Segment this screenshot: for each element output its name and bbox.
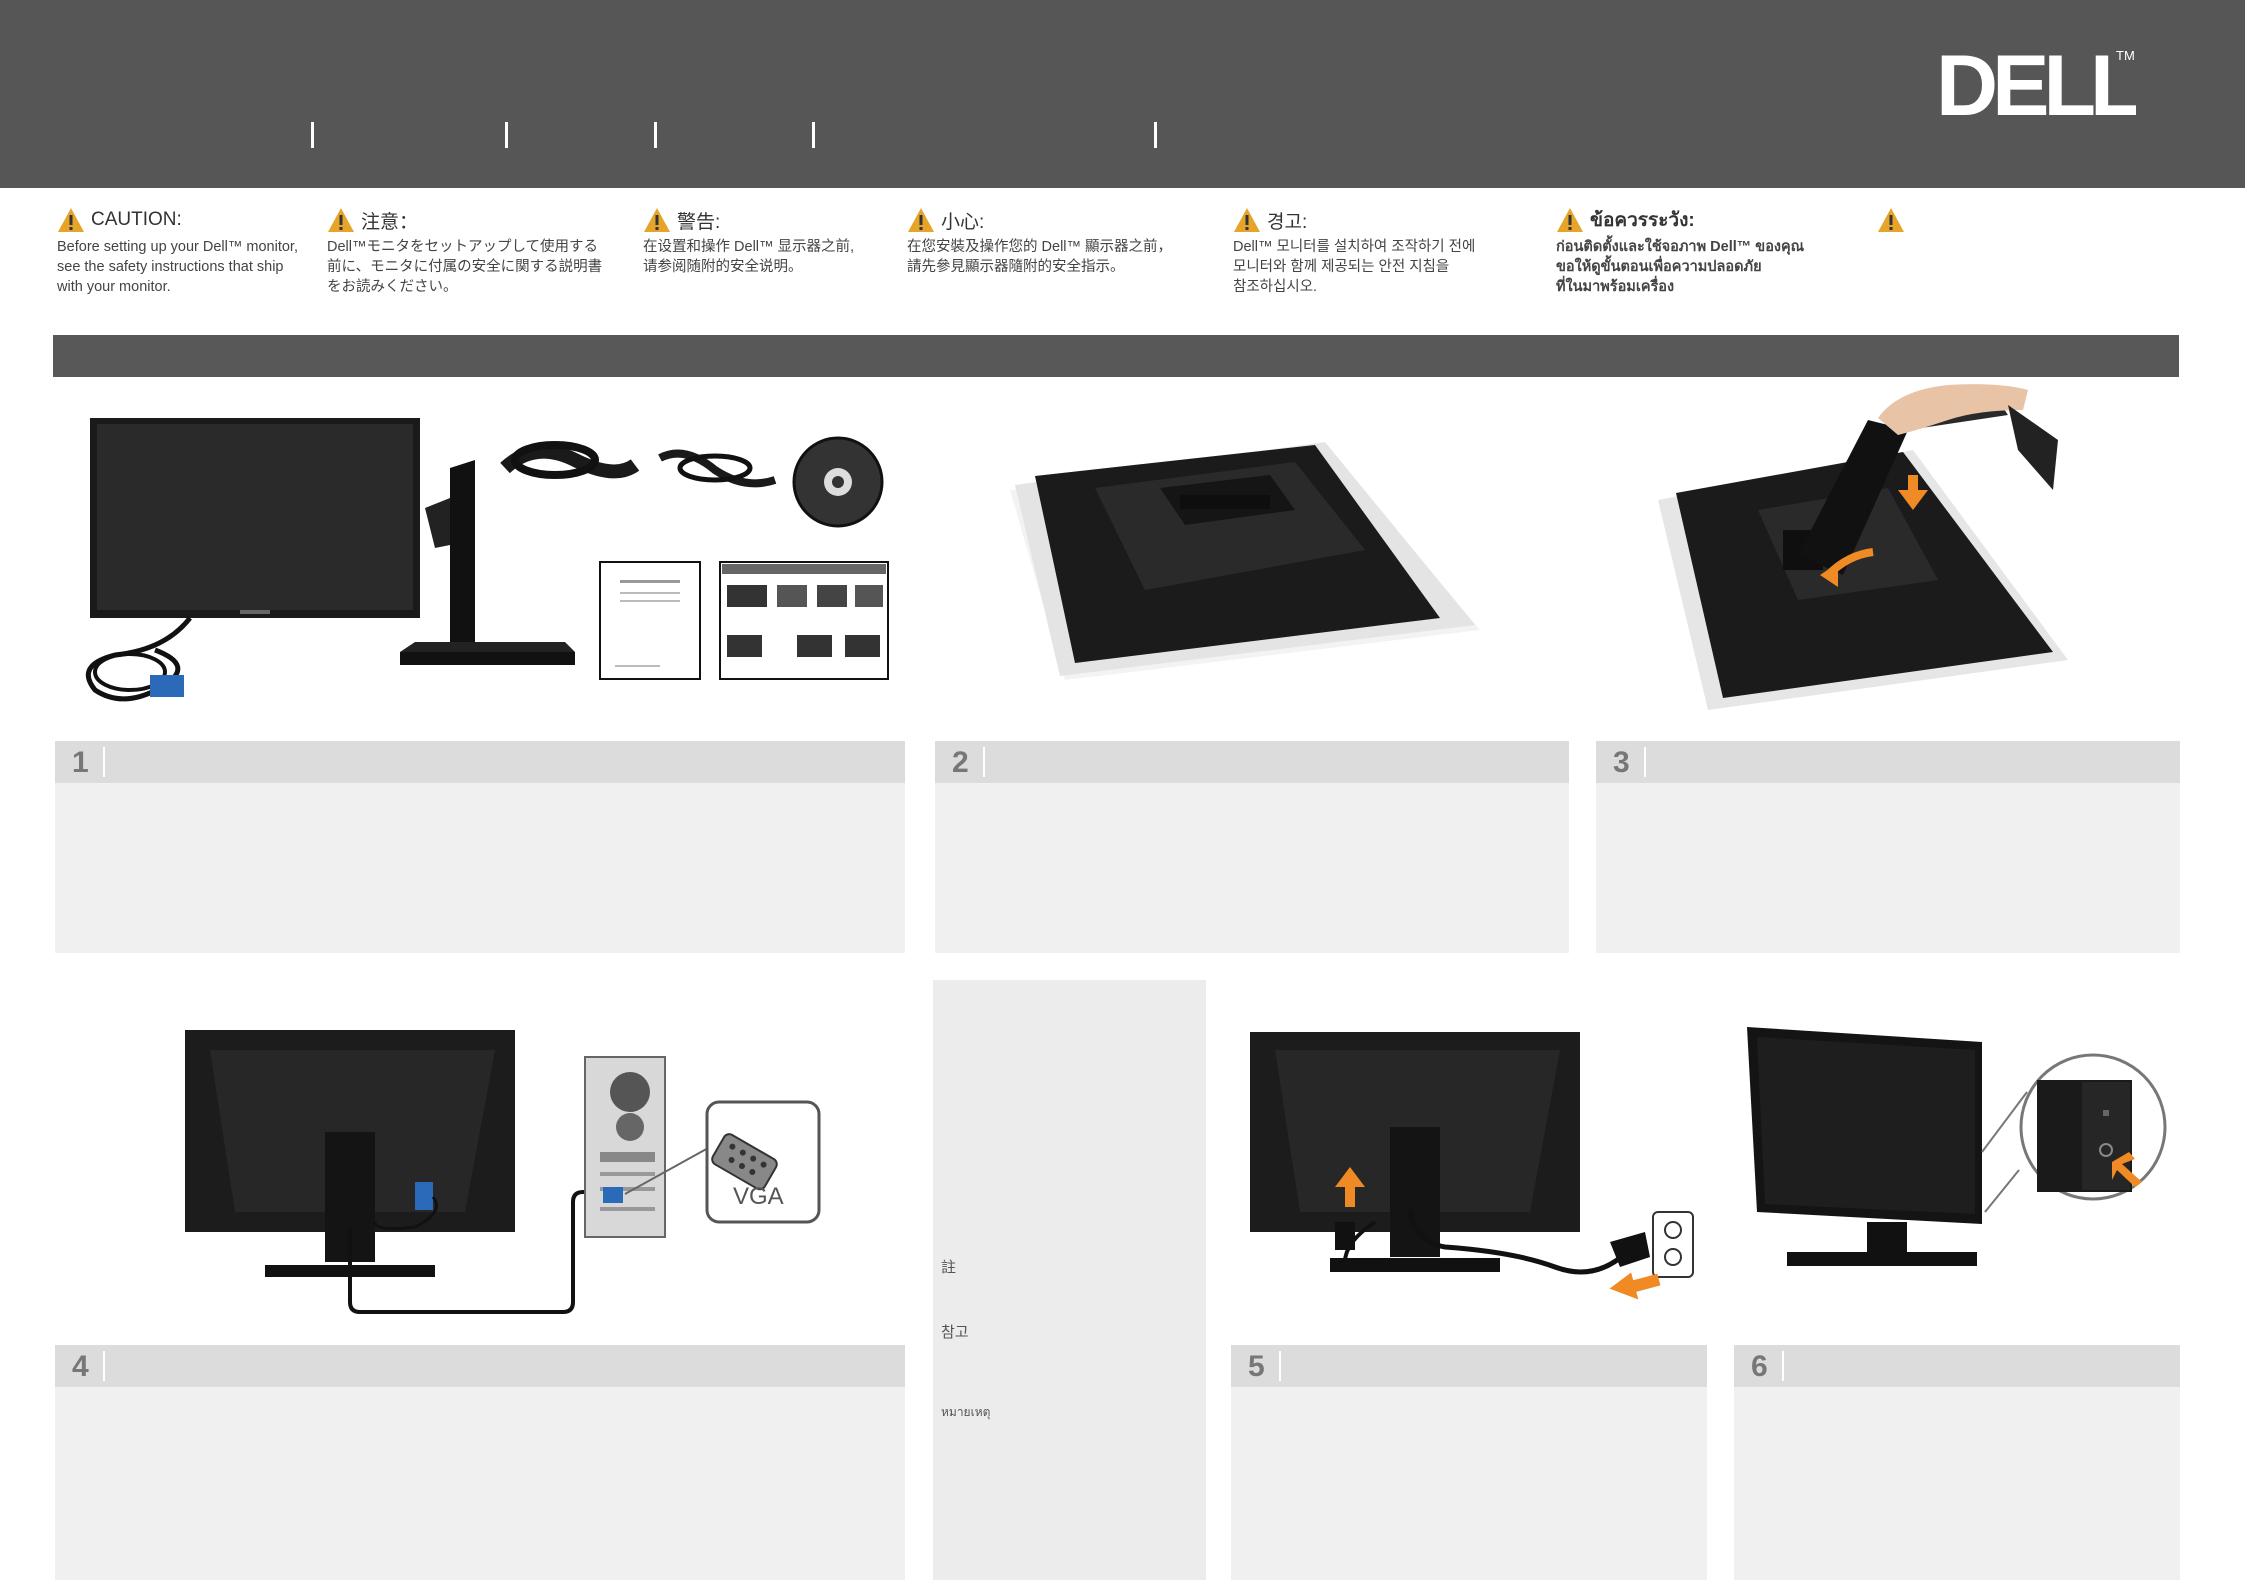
connect-vga-illustration: VGA xyxy=(185,1030,821,1314)
step-3-text-area xyxy=(1596,783,2180,953)
step-1-text-area xyxy=(55,783,905,953)
section-bar xyxy=(53,335,2179,377)
step-3-bar: 3 xyxy=(1596,741,2180,783)
step-divider xyxy=(103,1351,105,1381)
attach-stand-illustration xyxy=(1658,384,2068,710)
step-2-bar: 2 xyxy=(935,741,1569,783)
warning-icon xyxy=(908,208,934,232)
header-separator xyxy=(505,122,508,148)
caution-title: CAUTION: xyxy=(91,209,182,230)
header-separator xyxy=(654,122,657,148)
step-divider xyxy=(103,747,105,777)
step-number: 2 xyxy=(952,746,969,779)
step-6-illustration xyxy=(1737,982,2177,1340)
warning-icon xyxy=(1878,208,1904,232)
step-4-text-area xyxy=(55,1387,905,1580)
notes-column: 註 참고 หมายเหตุ xyxy=(933,980,1206,1580)
header-separator xyxy=(812,122,815,148)
monitor-face-down-illustration xyxy=(1010,442,1480,680)
step-1-bar: 1 xyxy=(55,741,905,783)
step-2-text-area xyxy=(935,783,1569,953)
caution-zh-cn: 警告: 在设置和操作 Dell™ 显示器之前, 请参阅随附的安全说明。 xyxy=(643,205,903,277)
step-4-illustration: VGA xyxy=(55,982,903,1340)
caution-ko: 경고: Dell™ 모니터를 설치하여 조작하기 전에 모니터와 함께 제공되는… xyxy=(1233,205,1543,297)
connect-power-illustration xyxy=(1250,1032,1694,1300)
note-label-zh: 註 xyxy=(941,1258,957,1276)
caution-title: 注意： xyxy=(361,211,419,233)
warning-icon xyxy=(644,208,670,232)
step-divider xyxy=(1782,1351,1784,1381)
step-number: 5 xyxy=(1248,1350,1265,1383)
caution-en: CAUTION: Before setting up your Dell™ mo… xyxy=(57,208,298,295)
step-number: 1 xyxy=(72,746,89,779)
box-contents-illustration xyxy=(85,418,889,702)
step-number: 3 xyxy=(1613,746,1630,779)
step-6-text-area xyxy=(1734,1387,2180,1580)
caution-extra xyxy=(1877,205,1905,235)
warning-icon xyxy=(1234,208,1260,232)
step-1-illustration xyxy=(55,380,903,738)
step-5-illustration xyxy=(1235,982,1705,1340)
vga-label: VGA xyxy=(733,1183,784,1210)
svg-text:TM: TM xyxy=(2116,48,2135,63)
note-label-ko: 참고 xyxy=(941,1323,969,1341)
step-divider xyxy=(983,747,985,777)
step-number: 6 xyxy=(1751,1350,1768,1383)
caution-ja: 注意： Dell™モニタをセットアップして使用する 前に、モニタに付属の安全に関… xyxy=(327,205,627,297)
caution-title: 警告: xyxy=(677,211,721,233)
step-divider xyxy=(1279,1351,1281,1381)
caution-title: 경고: xyxy=(1267,211,1308,233)
dell-logo: DELL TM xyxy=(1936,40,2136,130)
power-on-illustration xyxy=(1747,1027,2167,1266)
step-4-bar: 4 xyxy=(55,1345,905,1387)
step-number: 4 xyxy=(72,1350,89,1383)
step-5-bar: 5 xyxy=(1231,1345,1707,1387)
step-2-illustration xyxy=(935,380,1565,738)
header-banner: DELL TM xyxy=(0,0,2245,188)
caution-title: ข้อควรระวัง: xyxy=(1590,210,1695,231)
caution-th: ข้อควรระวัง: ก่อนติดตั้งและใช้จอภาพ Dell… xyxy=(1556,205,1876,297)
step-3-illustration xyxy=(1598,380,2178,738)
step-divider xyxy=(1644,747,1646,777)
warning-icon xyxy=(58,208,84,232)
caution-title: 小心: xyxy=(941,211,985,233)
header-separator xyxy=(311,122,314,148)
header-separator xyxy=(1154,122,1157,148)
step-6-bar: 6 xyxy=(1734,1345,2180,1387)
warning-icon xyxy=(1557,208,1583,232)
step-5-text-area xyxy=(1231,1387,1707,1580)
warning-icon xyxy=(328,208,354,232)
svg-text:DELL: DELL xyxy=(1936,40,2136,130)
note-label-th: หมายเหตุ xyxy=(941,1405,991,1419)
caution-zh-tw: 小心: 在您安裝及操作您的 Dell™ 顯示器之前， 請先參見顯示器隨附的安全指… xyxy=(907,205,1227,277)
